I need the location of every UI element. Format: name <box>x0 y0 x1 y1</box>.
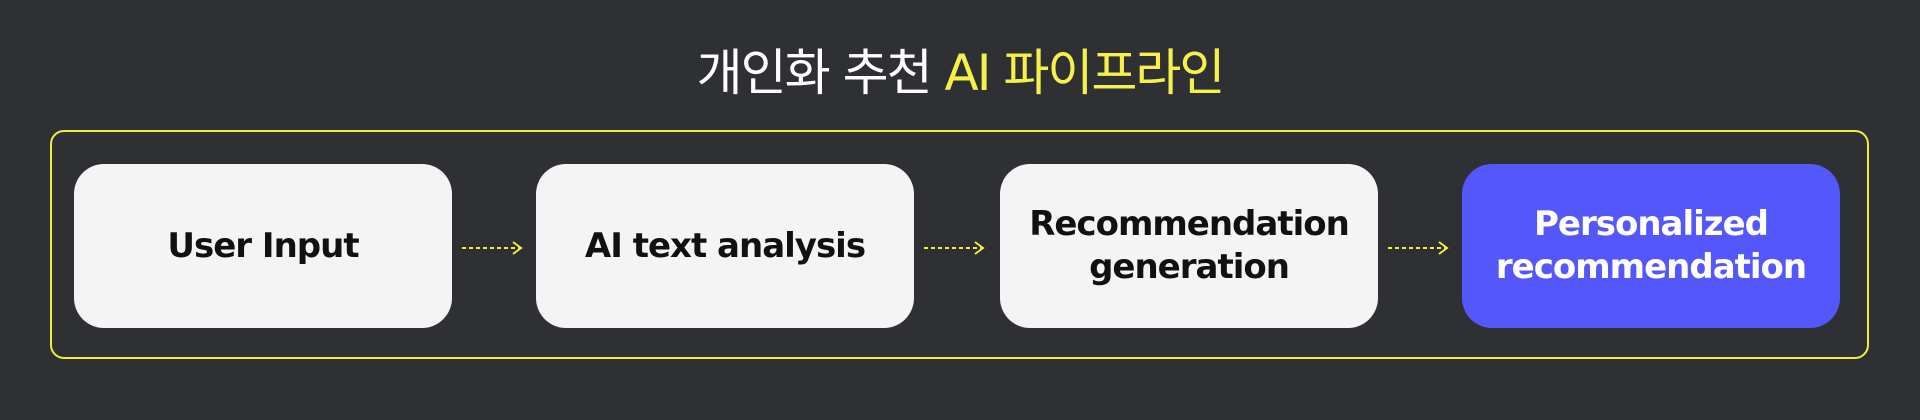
step-recommendation-generation: Recommendation generation <box>1000 164 1378 328</box>
step-personalized-recommendation: Personalized recommendation <box>1462 164 1840 328</box>
pipeline-frame <box>50 130 1869 359</box>
title-accent: AI 파이프라인 <box>944 44 1225 102</box>
step-label: Personalized recommendation <box>1495 204 1807 287</box>
step-user-input: User Input <box>74 164 452 328</box>
step-ai-text-analysis: AI text analysis <box>536 164 914 328</box>
step-label: User Input <box>167 225 359 266</box>
dashed-arrow-right-icon <box>924 241 985 255</box>
dashed-arrow-right-icon <box>1388 241 1449 255</box>
pipeline-title: 개인화 추천 AI 파이프라인 <box>0 42 1920 104</box>
title-main: 개인화 추천 <box>696 44 933 102</box>
step-label: AI text analysis <box>584 225 866 266</box>
dashed-arrow-right-icon <box>462 241 523 255</box>
step-label: Recommendation generation <box>1029 204 1350 287</box>
